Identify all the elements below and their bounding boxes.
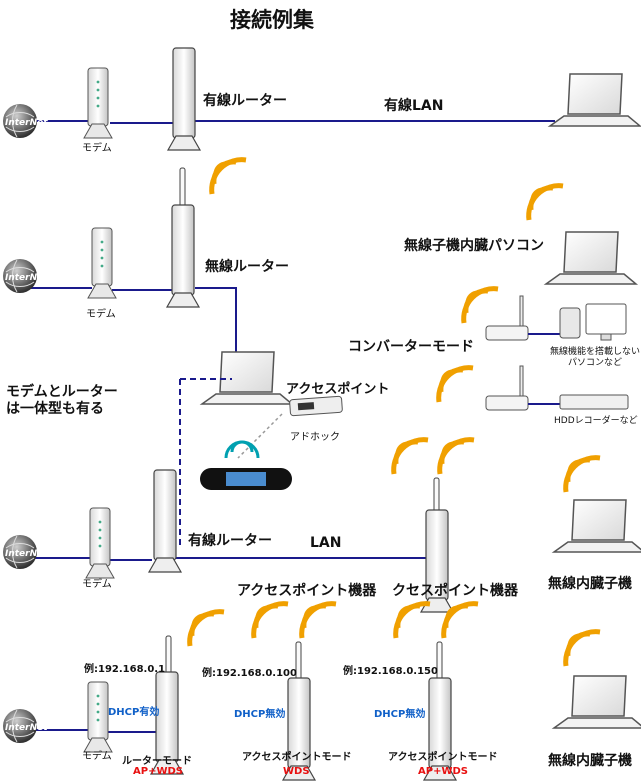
modem-icon — [87, 227, 117, 299]
wireless-router-icon — [166, 204, 200, 308]
globe-caption: InterNet — [5, 118, 48, 128]
laptop-icon — [553, 499, 641, 553]
globe-caption: InterNet — [5, 273, 48, 283]
modem-icon — [83, 67, 113, 139]
usb-stick-icon — [289, 395, 343, 417]
wifi-icon — [529, 186, 563, 220]
ap-device-label: アクセスポイント機器 — [237, 583, 377, 599]
wds-label: WDS — [283, 766, 310, 777]
wired-router-label: 有線ルーター — [203, 93, 287, 109]
modem-label: モデム — [86, 309, 116, 320]
converter-device-icon — [485, 365, 529, 411]
wired-router-icon — [148, 469, 182, 573]
wifi-icon — [302, 604, 336, 638]
signal-waves-icon — [224, 440, 260, 459]
lan-label: LAN — [310, 535, 342, 551]
game-console-icon — [200, 468, 292, 490]
access-point-mode-device-icon — [282, 677, 316, 781]
ap-device-label: クセスポイント機器 — [392, 583, 518, 599]
builtin-device-label: 無線内臓子機 — [548, 753, 632, 769]
modem-label: モデム — [82, 579, 112, 590]
ip-example-label: 例:192.168.0.1 — [84, 664, 166, 675]
wifi-icon — [439, 368, 473, 402]
mode-label: ルーターモード — [122, 756, 192, 767]
wifi-icon — [394, 440, 428, 474]
laptop-icon — [545, 231, 637, 285]
wifi-icon — [440, 440, 474, 474]
wifi-icon — [566, 458, 600, 492]
access-point-mode-device-icon — [423, 677, 457, 781]
modem-router-note: モデムとルーター は一体型も有る — [6, 384, 118, 417]
adhoc-line — [237, 413, 283, 459]
globe-caption: InterNet — [5, 549, 48, 559]
mode-label: アクセスポイントモード — [388, 752, 498, 763]
modem-label: モデム — [82, 751, 112, 762]
globe-caption: InterNet — [5, 723, 48, 733]
converter-mode-label: コンバーターモード — [348, 339, 474, 355]
builtin-pc-label: 無線子機内臓パソコン — [404, 238, 544, 254]
wireless-router-label: 無線ルーター — [205, 259, 289, 275]
modem-icon — [85, 507, 115, 579]
desktop-pc-icon — [559, 303, 627, 341]
laptop-icon — [549, 73, 641, 127]
dhcp-label: DHCP無効 — [234, 709, 286, 720]
wifi-icon — [190, 612, 224, 646]
mode-label: アクセスポイントモード — [242, 752, 352, 763]
dhcp-label: DHCP有効 — [108, 707, 160, 718]
wifi-icon — [566, 632, 600, 666]
page-title: 接続例集 — [230, 8, 314, 32]
wds-label: AP+WDS — [133, 766, 183, 777]
ip-example-label: 例:192.168.0.100 — [202, 668, 297, 679]
builtin-device-label: 無線内臓子機 — [548, 576, 632, 592]
laptop-icon — [553, 675, 641, 729]
access-point-label: アクセスポイント — [286, 382, 390, 397]
hdd-recorder-icon — [559, 394, 629, 410]
wired-router-icon — [167, 47, 201, 151]
wired-lan-label: 有線LAN — [384, 98, 444, 114]
cable — [195, 287, 237, 380]
converter-device-icon — [485, 295, 529, 341]
dhcp-label: DHCP無効 — [374, 709, 426, 720]
hdd-recorder-label: HDDレコーダーなど — [554, 416, 638, 426]
wifi-icon — [254, 604, 288, 638]
adhoc-label: アドホック — [290, 432, 340, 443]
wifi-icon — [464, 289, 498, 323]
wired-router-label: 有線ルーター — [188, 533, 272, 549]
ip-example-label: 例:192.168.0.150 — [343, 666, 438, 677]
modem-label: モデム — [82, 143, 112, 154]
wds-label: AP+WDS — [418, 766, 468, 777]
no-wireless-pc-label: 無線機能を搭載しない パソコンなど — [550, 347, 641, 368]
wifi-icon — [212, 160, 246, 194]
